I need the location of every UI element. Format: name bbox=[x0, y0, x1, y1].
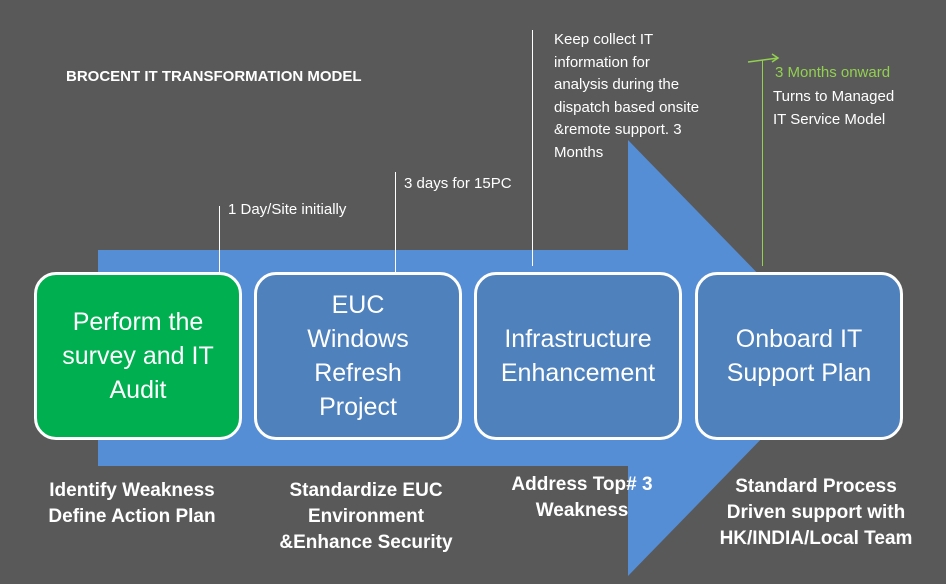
step-4-label: Onboard IT Support Plan bbox=[726, 325, 872, 387]
step-3-outcome: Address Top# 3 Weakness bbox=[511, 474, 653, 521]
step-2-timeline: 3 days for 15PC bbox=[404, 175, 512, 192]
step-4-outcome: Standard Process Driven support with HK/… bbox=[719, 476, 913, 549]
step-1-timeline: 1 Day/Site initially bbox=[228, 201, 347, 218]
step-2-outcome: Standardize EUC Environment &Enhance Sec… bbox=[279, 480, 453, 553]
step-4-box: Onboard IT Support Plan bbox=[695, 272, 903, 440]
connector-line-3 bbox=[532, 30, 533, 266]
connector-line-4 bbox=[762, 60, 763, 266]
step-3-box: Infrastructure Enhancement bbox=[474, 272, 682, 440]
step-4-timeline-highlight: 3 Months onward bbox=[775, 64, 891, 81]
small-green-arrow-icon bbox=[747, 53, 780, 63]
step-1-outcome: Identify Weakness Define Action Plan bbox=[48, 480, 216, 527]
step-1-box: Perform the survey and IT Audit bbox=[34, 272, 242, 440]
step-1-label: Perform the survey and IT Audit bbox=[62, 308, 214, 404]
step-2-label: EUC Windows Refresh Project bbox=[307, 291, 409, 421]
step-3-label: Infrastructure Enhancement bbox=[500, 325, 656, 387]
step-4-timeline: Turns to Managed IT Service Model bbox=[773, 88, 895, 128]
step-3-timeline: Keep collect IT information for analysis… bbox=[554, 31, 700, 161]
connector-line-2 bbox=[395, 172, 396, 272]
arrow-shape bbox=[98, 140, 840, 576]
page-title: BROCENT IT TRANSFORMATION MODEL bbox=[66, 68, 362, 85]
step-2-box: EUC Windows Refresh Project bbox=[254, 272, 462, 440]
connector-line-1 bbox=[219, 206, 220, 274]
